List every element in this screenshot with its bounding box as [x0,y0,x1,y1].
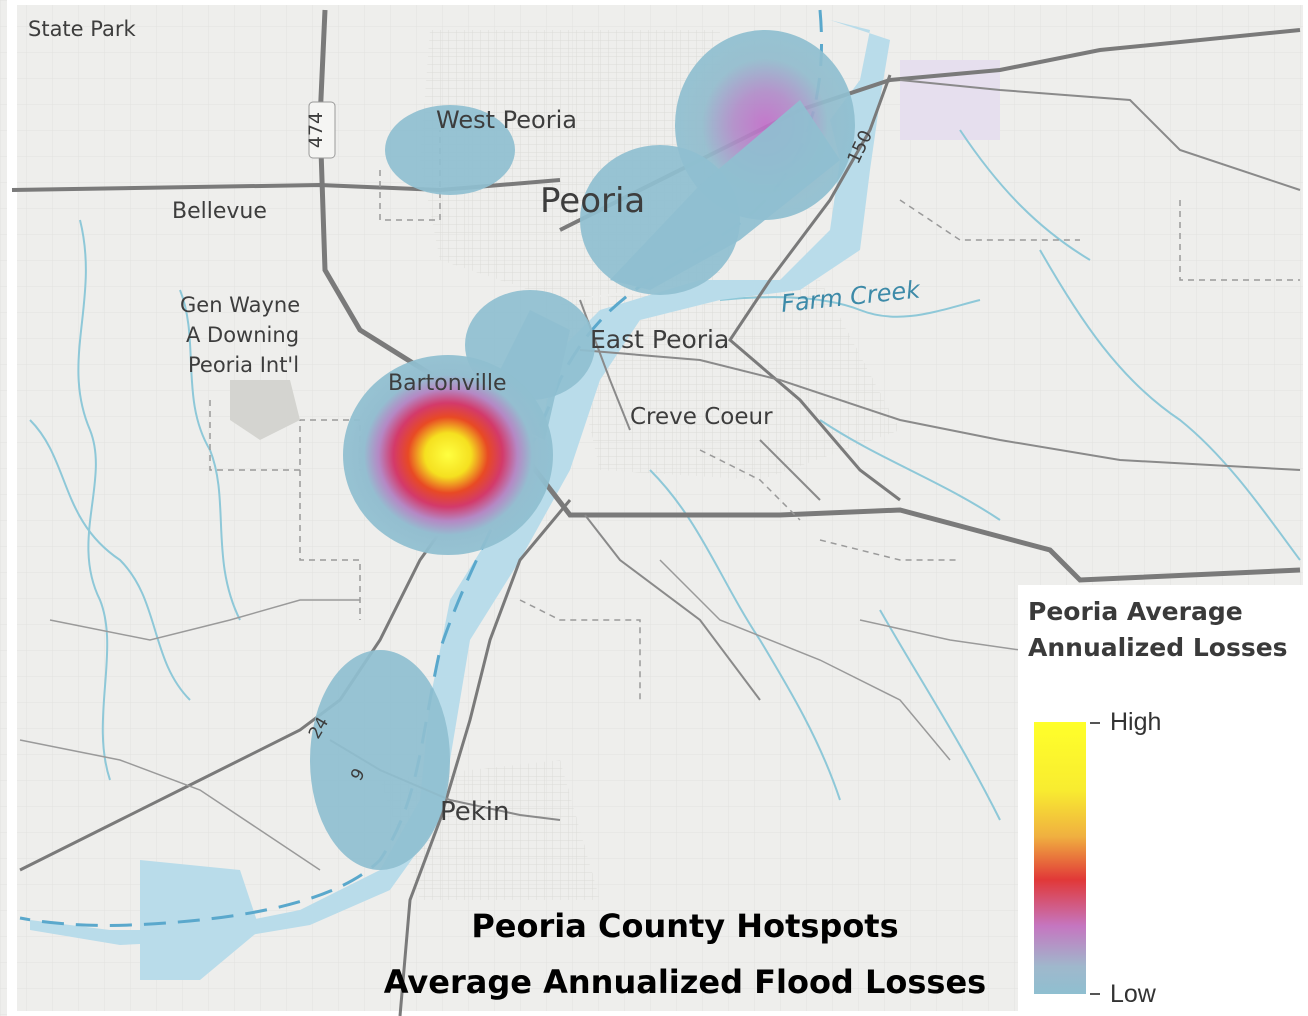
map-caption: Peoria County Hotspots Average Annualize… [330,898,1040,1010]
label-airport-line3: Peoria Int'l [188,353,299,377]
legend-title-line1: Peoria Average [1028,597,1243,626]
legend-low-label: Low [1110,980,1156,1008]
label-east-peoria: East Peoria [590,325,729,354]
airport-area [230,380,300,440]
interstate-474-shield: 474 [305,101,336,159]
label-pekin: Pekin [440,797,510,827]
route-474-label: 474 [305,112,327,148]
label-state-park: State Park [28,17,136,41]
hotspot-bartonville [343,355,553,555]
label-bellevue: Bellevue [172,199,267,224]
roads [11,9,1301,1016]
hotspot-pekin [310,650,450,870]
hotspots [310,30,855,870]
label-peoria: Peoria [540,181,645,221]
hotspot-peoria-bridge [610,100,840,290]
legend-title-line2: Annualized Losses [1028,633,1288,662]
label-airport-line1: Gen Wayne [180,293,300,317]
label-bartonville: Bartonville [388,371,507,396]
map-frame [7,0,1308,1016]
legend-title: Peoria Average Annualized Losses [1028,594,1298,666]
legend-high-tick [1090,722,1100,724]
legend-high-label: High [1110,708,1162,736]
legend-color-ramp [1034,722,1086,994]
hotspot-west-peoria [385,105,515,195]
legend-low-tick [1090,993,1100,995]
label-creve-coeur: Creve Coeur [630,404,773,430]
caption-line1: Peoria County Hotspots [471,907,899,945]
caption-line2: Average Annualized Flood Losses [383,963,987,1001]
legend-ramp-svg [1034,722,1086,994]
label-west-peoria: West Peoria [436,106,577,134]
label-airport-line2: A Downing [186,323,299,347]
